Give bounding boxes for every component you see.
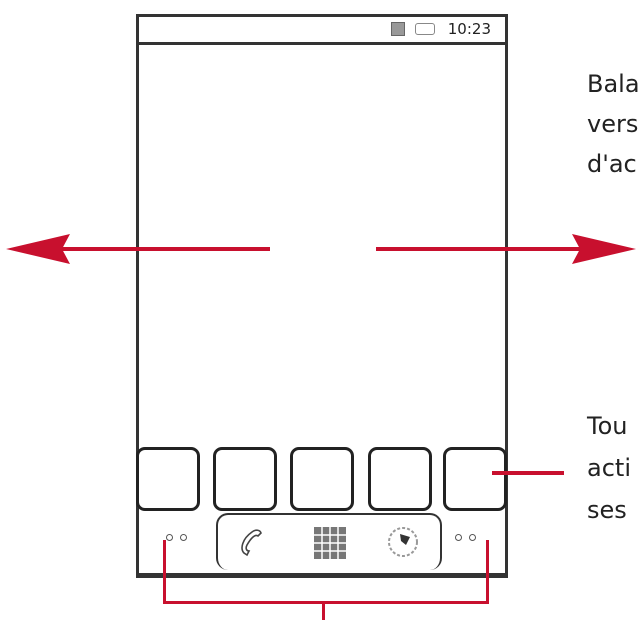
arrowhead-left-icon <box>6 234 70 264</box>
page-indicator-dot[interactable] <box>469 534 476 541</box>
tap-callout-line: Tou <box>587 412 628 440</box>
status-time: 10:23 <box>447 20 491 38</box>
browser-icon[interactable] <box>386 525 420 559</box>
tap-callout-line: ses <box>587 496 627 524</box>
tap-callout-line: acti <box>587 454 631 482</box>
phone-screen-outline <box>136 14 508 578</box>
tap-callout-leader <box>492 471 564 475</box>
bracket-stem <box>322 601 325 620</box>
bracket-left-leg <box>163 540 166 604</box>
shortcut-slot[interactable] <box>290 447 354 511</box>
page-indicator-dot[interactable] <box>180 534 187 541</box>
swipe-callout-line: vers <box>587 110 639 138</box>
shortcut-slot[interactable] <box>136 447 200 511</box>
shortcut-slot[interactable] <box>213 447 277 511</box>
bracket-right-leg <box>486 540 489 604</box>
swipe-callout-line: Bala <box>587 70 640 98</box>
phone-icon[interactable] <box>238 527 264 557</box>
swipe-right-arrow <box>376 247 581 251</box>
app-grid-icon[interactable] <box>314 527 346 559</box>
bracket-bar <box>163 601 489 604</box>
shortcut-slot[interactable] <box>368 447 432 511</box>
arrowhead-right-icon <box>572 234 636 264</box>
battery-icon <box>415 23 435 35</box>
page-indicator-dot[interactable] <box>455 534 462 541</box>
dock <box>216 513 442 570</box>
shortcut-slot[interactable] <box>443 447 507 511</box>
swipe-left-arrow <box>60 247 270 251</box>
swipe-callout-line: d'ac <box>587 150 637 178</box>
page-indicator-dot[interactable] <box>166 534 173 541</box>
sim-icon <box>391 22 405 36</box>
status-bar: 10:23 <box>136 14 505 45</box>
